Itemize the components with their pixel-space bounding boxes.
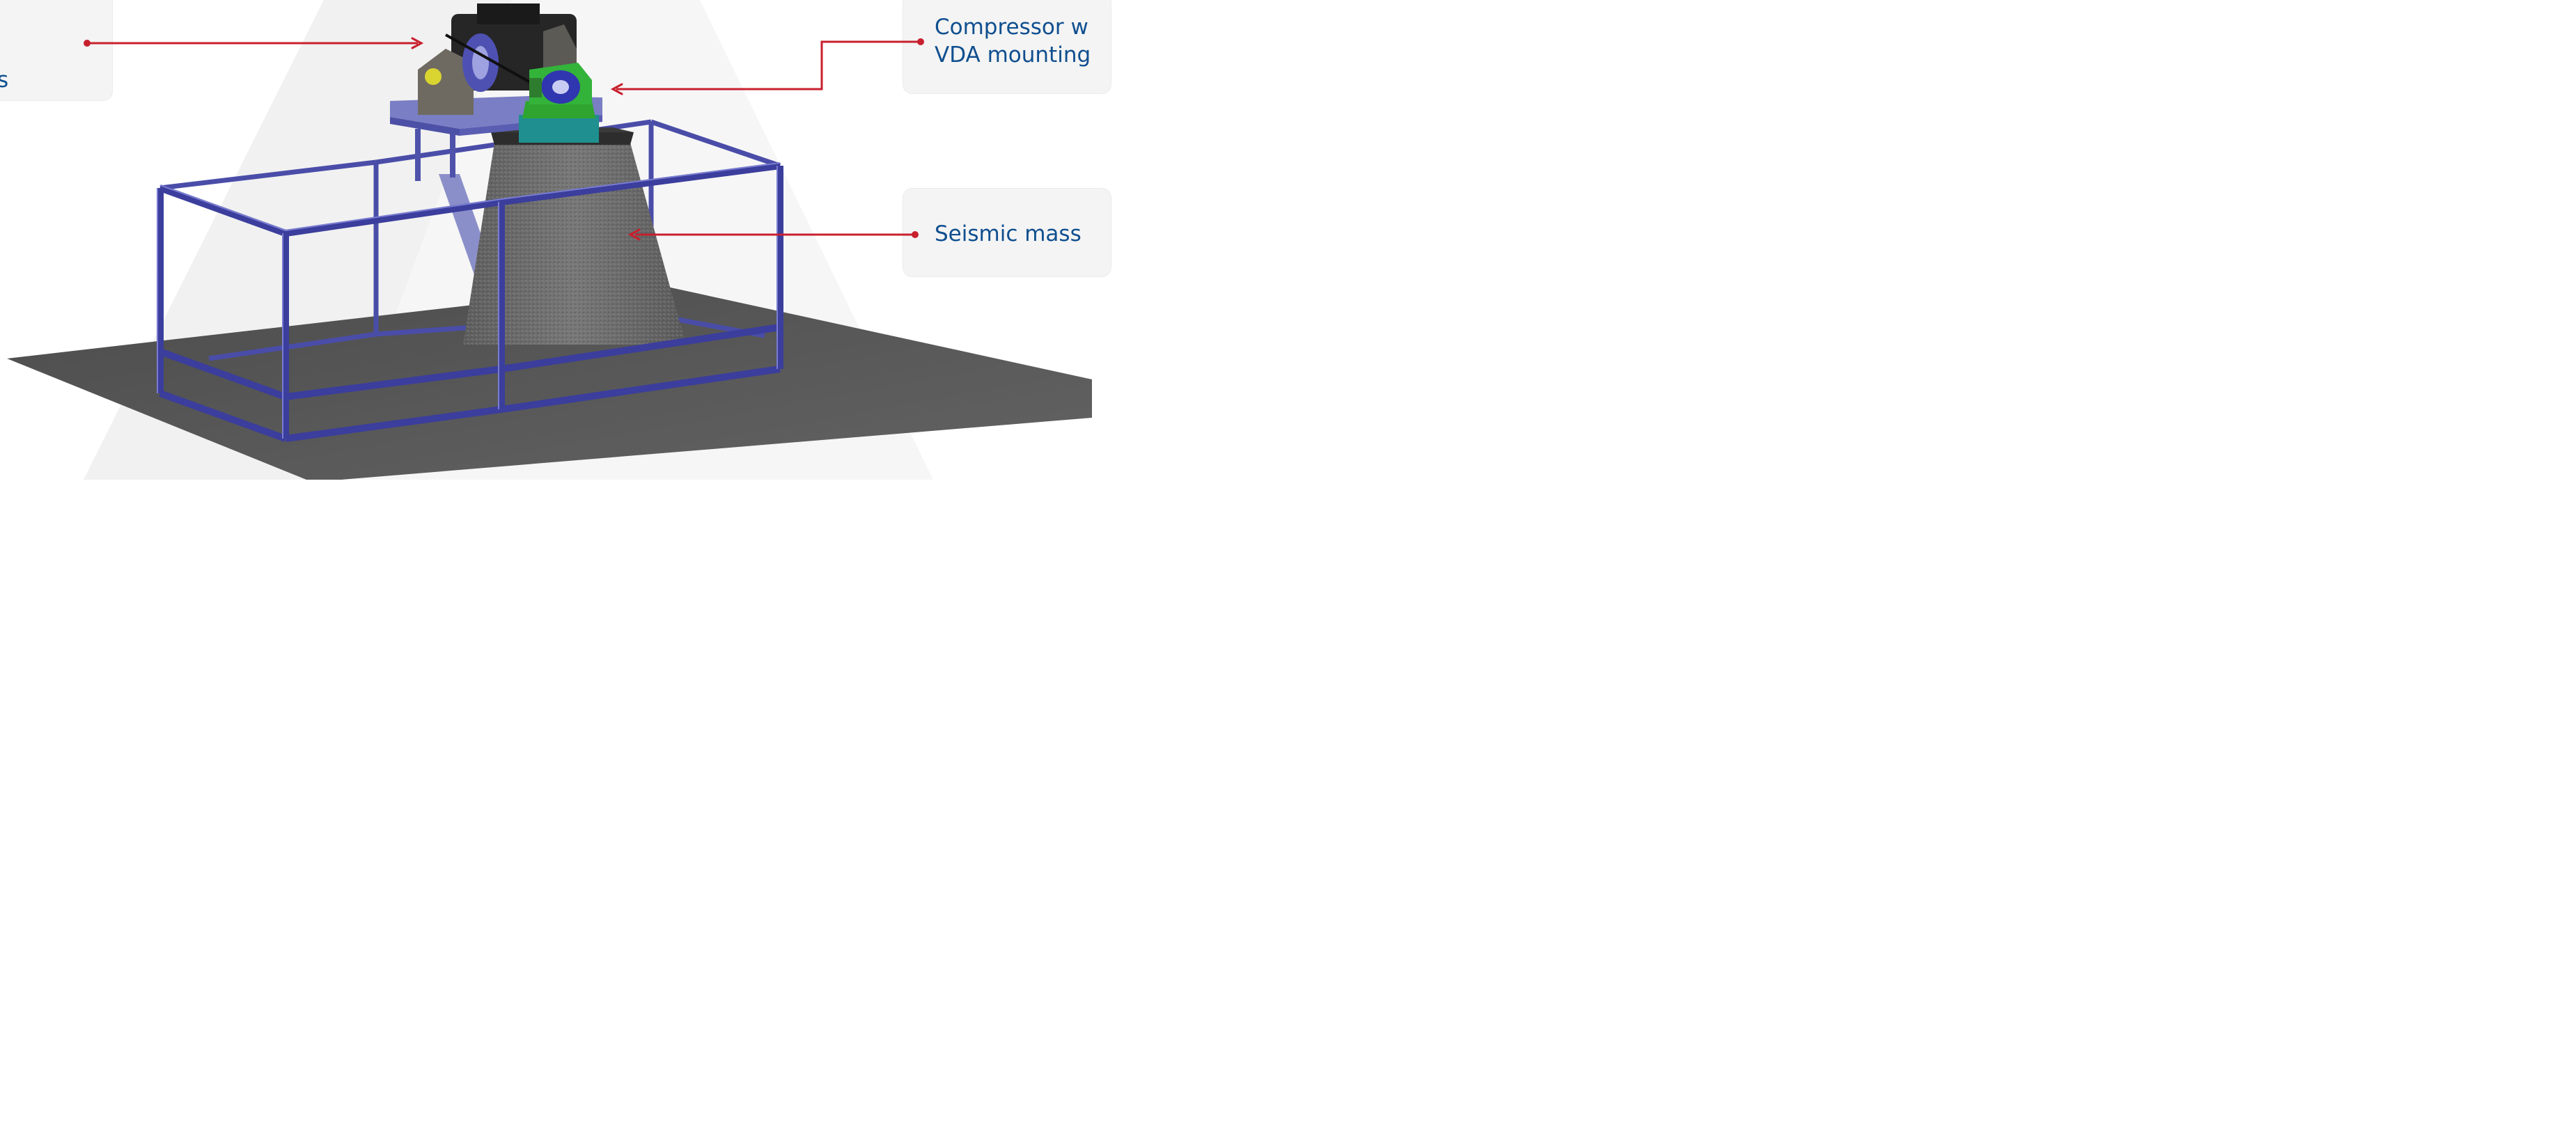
leader-dot-left	[84, 40, 91, 47]
callout-label-compressor-line1: Compressor w	[935, 15, 1088, 40]
floor-plate	[7, 284, 1092, 480]
callout-label-seismic-mass: Seismic mass	[935, 221, 1082, 246]
compressor	[519, 63, 599, 143]
rig-illustration	[7, 3, 1092, 480]
callout-label-left-fragment: s	[0, 68, 9, 93]
callout-label-compressor-line2: VDA mounting	[935, 42, 1091, 68]
leader-endpoints	[84, 38, 924, 238]
platform-legs	[415, 129, 455, 181]
leader-dot-compressor	[917, 38, 924, 45]
callout-card-left	[0, 0, 113, 101]
leader-compressor	[616, 40, 921, 91]
frame-highlights	[157, 162, 781, 439]
arrow-heads	[411, 37, 641, 241]
seismic-mass	[463, 127, 686, 345]
callout-leaders	[87, 40, 921, 236]
arrowhead-compressor	[610, 83, 623, 95]
arrowhead-motor	[411, 37, 424, 49]
frame-front	[157, 162, 783, 442]
arrowhead-seismic-mass	[627, 228, 641, 241]
callout-card-seismic-mass	[903, 188, 1111, 277]
test-rig-diagram: s Compressor w VDA mounting Seismic mass	[0, 0, 1111, 480]
callout-card-compressor	[903, 0, 1111, 94]
leader-dot-seismic-mass	[912, 231, 919, 238]
